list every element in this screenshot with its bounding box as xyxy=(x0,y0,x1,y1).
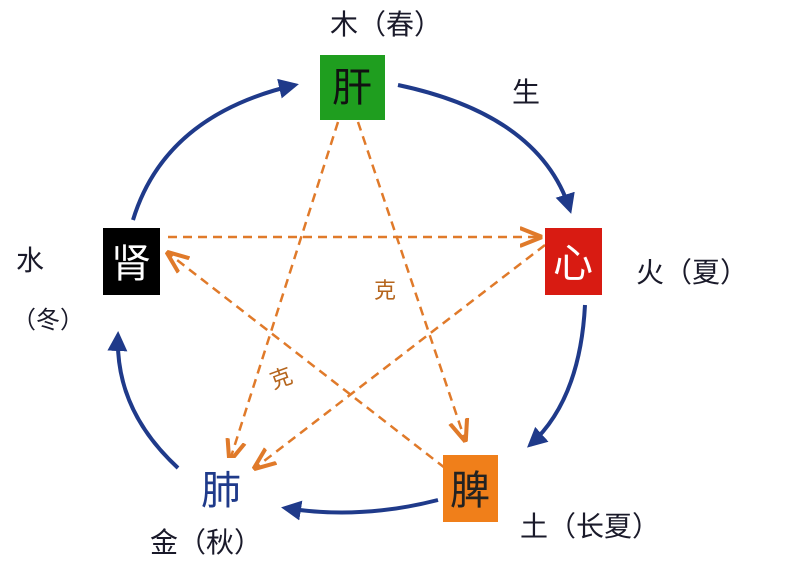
restrain-arrow-heart-lung xyxy=(255,244,546,468)
organ-liver-box xyxy=(320,55,385,120)
organ-liver: 肝 xyxy=(320,55,385,120)
generate-arrow-heart-spleen xyxy=(527,304,587,448)
generate-label: 生 xyxy=(512,76,540,109)
element-label-fire: 火（夏） xyxy=(636,256,748,289)
organ-spleen-box xyxy=(443,455,498,522)
organ-lung: 肺 xyxy=(192,458,250,518)
organ-spleen: 脾 xyxy=(443,455,498,522)
organ-lung-box xyxy=(192,458,250,518)
generate-arrow-lung-kidney xyxy=(107,331,180,470)
generate-arrow-liver-heart xyxy=(397,83,575,214)
restrain-label-lower: 克 xyxy=(267,364,296,395)
generate-arrow-spleen-lung xyxy=(281,498,439,521)
organ-kidney-box xyxy=(103,228,160,295)
element-label-water: 水 xyxy=(16,244,44,277)
restrain-arrow-liver-spleen xyxy=(356,121,465,440)
restrain-label-center: 克 xyxy=(374,279,396,304)
generate-arrow-kidney-liver xyxy=(131,78,299,221)
element-label-metal: 金（秋） xyxy=(150,526,262,559)
element-label-wood: 木（春） xyxy=(330,8,442,41)
organ-heart: 心 xyxy=(545,228,602,295)
organ-heart-box xyxy=(545,228,602,295)
restrain-arrow-spleen-kidney xyxy=(168,253,446,469)
organ-kidney: 肾 xyxy=(103,228,160,295)
organ-kidney-label: 肾 xyxy=(111,241,151,287)
organ-liver-label: 肝 xyxy=(332,65,372,111)
organ-spleen-label: 脾 xyxy=(450,468,490,514)
element-label-earth: 土（长夏） xyxy=(520,510,660,543)
organ-lung-label: 肺 xyxy=(201,468,241,514)
element-label-water-season: （冬） xyxy=(12,306,84,334)
restrain-arrow-liver-lung xyxy=(230,121,340,460)
organ-heart-label: 心 xyxy=(553,241,593,287)
